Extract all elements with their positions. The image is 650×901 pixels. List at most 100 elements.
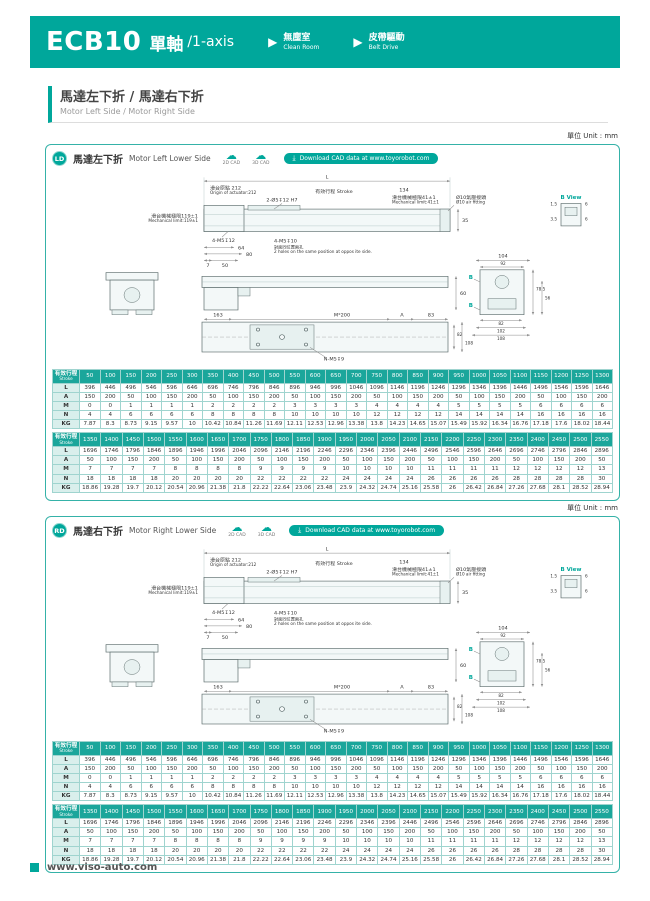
value-cell: 20: [185, 473, 208, 484]
stroke-col-header: 950: [448, 741, 470, 756]
value-cell: 28.1: [547, 482, 571, 493]
value-cell: 1396: [489, 754, 511, 765]
value-cell: 30: [590, 473, 613, 484]
panel-title-en: Motor Right Lower Side: [129, 526, 217, 535]
stroke-label: 有效行程 Stroke: [315, 560, 352, 567]
value-cell: 16: [530, 782, 552, 793]
side-view-motor: 60: [201, 276, 466, 311]
value-cell: 150: [547, 455, 571, 466]
badge-belt-drive: ▶ 皮帶驅動 Belt Drive: [353, 33, 404, 51]
dim-label: 108: [465, 713, 473, 718]
value-cell: 1: [120, 773, 142, 784]
value-cell: 1246: [427, 382, 449, 393]
value-cell: 8: [202, 782, 224, 793]
stroke-col-header: 1200: [550, 741, 572, 756]
value-cell: 2096: [249, 446, 272, 457]
value-cell: 1196: [407, 382, 429, 393]
stroke-col-header: 450: [243, 369, 265, 384]
value-cell: 200: [181, 391, 203, 403]
value-cell: 0: [99, 773, 121, 784]
cad-3d-button[interactable]: ☁ 3D CAD: [258, 522, 275, 538]
value-cell: 2846: [569, 446, 592, 457]
value-cell: 2196: [292, 818, 315, 829]
view-arrow-label: B: [469, 675, 473, 681]
dim-label: 102: [497, 701, 505, 706]
dim-label: 82: [498, 321, 504, 326]
value-cell: 18: [121, 473, 144, 484]
section-heading: 馬達左下折 / 馬達右下折 Motor Left Side / Motor Ri…: [48, 86, 608, 123]
value-cell: 100: [386, 763, 408, 775]
value-cell: 12.11: [284, 419, 306, 430]
b-view-detail: B View 1.5 6 3.5 6: [550, 195, 588, 227]
value-cell: 100: [270, 827, 294, 838]
value-cell: 11: [441, 464, 464, 475]
value-cell: 22: [313, 845, 336, 856]
value-cell: 12: [526, 836, 549, 847]
value-cell: 15.49: [448, 419, 470, 430]
value-cell: 1996: [206, 818, 230, 829]
value-cell: 3: [284, 401, 306, 412]
value-cell: 446: [99, 754, 121, 765]
value-cell: 10: [398, 464, 422, 475]
value-cell: 28: [547, 473, 571, 484]
cloud-download-icon: ☁: [225, 149, 237, 163]
value-cell: 4: [386, 773, 408, 784]
value-cell: 1646: [591, 754, 613, 765]
value-cell: 12.96: [325, 419, 347, 430]
stroke-col-header: 2000: [356, 432, 379, 448]
value-cell: 7.87: [79, 791, 101, 802]
value-cell: 200: [263, 763, 285, 775]
cad-3d-button[interactable]: ☁ 3D CAD: [252, 150, 269, 166]
value-cell: 28.94: [590, 854, 613, 865]
value-cell: 696: [202, 754, 224, 765]
value-cell: 26: [441, 473, 464, 484]
value-cell: 150: [571, 391, 593, 403]
holes-label: 4-M5↧10: [274, 239, 297, 245]
pitch-label: M*200: [334, 685, 350, 691]
stroke-col-header: 2450: [547, 804, 571, 820]
download-cad-button[interactable]: ⤓ Download CAD data at www.toyorobot.com: [289, 525, 445, 536]
value-cell: 12: [526, 464, 549, 475]
cad-2d-button[interactable]: ☁ 2D CAD: [228, 522, 245, 538]
stroke-header-en: Stroke: [59, 376, 73, 382]
value-cell: 8: [222, 782, 244, 793]
cad-2d-button[interactable]: ☁ 2D CAD: [223, 149, 240, 166]
stroke-header-zh: 有效行程: [54, 743, 78, 749]
row-label: M: [52, 464, 80, 475]
value-cell: 12: [427, 782, 449, 793]
value-cell: 7: [78, 836, 102, 847]
value-cell: 946: [304, 382, 326, 393]
stroke-col-header: 2150: [419, 804, 443, 820]
footer-url[interactable]: www.viso-auto.com: [47, 862, 158, 873]
dim-label: 80: [246, 624, 252, 630]
value-cell: 28: [547, 845, 571, 856]
value-cell: 20: [228, 473, 251, 484]
stroke-col-header: 250: [161, 369, 183, 384]
value-cell: 16: [550, 410, 572, 421]
value-cell: 150: [243, 391, 265, 403]
value-cell: 1: [161, 401, 183, 412]
value-cell: 14: [448, 782, 470, 793]
dim-label: 108: [465, 341, 473, 346]
value-cell: 10: [325, 782, 347, 793]
value-cell: 23.48: [313, 482, 336, 493]
download-cad-button[interactable]: ⤓ Download CAD data at www.toyorobot.com: [283, 153, 439, 164]
value-cell: 946: [304, 754, 326, 765]
value-cell: 150: [407, 763, 429, 775]
value-cell: 18: [78, 473, 102, 484]
value-cell: 8: [222, 410, 244, 421]
value-cell: 18.02: [571, 419, 593, 430]
dim-label: 50: [222, 263, 228, 269]
value-cell: 150: [489, 391, 511, 403]
value-cell: 18: [142, 473, 166, 484]
value-cell: 1146: [386, 754, 408, 765]
holes-label: N-M5↧9: [324, 729, 344, 735]
stroke-col-header: 2350: [505, 432, 528, 448]
